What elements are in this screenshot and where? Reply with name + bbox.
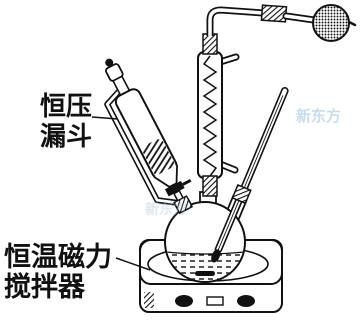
- three-neck-flask: [164, 201, 246, 283]
- stirrer-label-line-1: 恒温磁力: [4, 242, 112, 273]
- stirrer-corner-hatch: [144, 292, 154, 308]
- thermometer-capillary: [216, 95, 284, 253]
- flask-liquid-surface: [166, 251, 244, 255]
- funnel-label: 恒压 漏斗: [40, 92, 119, 152]
- condenser-upper-joint: [202, 33, 218, 55]
- funnel-stopcock: [164, 180, 185, 197]
- stirrer-leader-line: [115, 257, 151, 271]
- funnel-stopcock-handle: [182, 178, 192, 186]
- thermometer-bulb: [211, 249, 221, 263]
- connector-joint: [260, 4, 288, 23]
- funnel-label-line-1: 恒压: [40, 92, 92, 122]
- stirrer-display: [206, 296, 224, 306]
- drying-tube-assembly: [206, 4, 357, 42]
- stirrer-label: 恒温磁力 搅拌器: [4, 242, 151, 303]
- stirrer-temperature-knob: [237, 295, 255, 307]
- reflux-condenser: [197, 33, 240, 197]
- condenser-lower-joint: [202, 175, 218, 197]
- funnel-liquid: [142, 139, 175, 176]
- funnel-stopper-knob: [105, 58, 114, 67]
- funnel-leader-line: [91, 116, 119, 120]
- funnel-label-line-2: 漏斗: [40, 122, 92, 152]
- stirrer-label-line-2: 搅拌器: [4, 271, 86, 303]
- watermark-right: 新东方: [296, 107, 341, 125]
- condenser-inner-coil: [202, 55, 218, 177]
- stir-bar: [195, 271, 215, 276]
- stirrer-speed-knob: [175, 295, 193, 307]
- drying-bulb-outlet: [347, 20, 357, 27]
- connector-tube-bore: [208, 8, 264, 36]
- pressure-equalizing-tube-bore: [105, 90, 178, 205]
- watermark-center: 新东方: [145, 201, 187, 218]
- drying-bulb: [312, 4, 350, 42]
- condenser-jacket: [197, 51, 223, 179]
- thermometer: [211, 86, 289, 263]
- funnel-joint: [173, 195, 194, 215]
- bulb-stem-bore: [284, 14, 316, 22]
- constant-pressure-funnel: [104, 58, 194, 215]
- thermometer-adapter: [231, 183, 252, 205]
